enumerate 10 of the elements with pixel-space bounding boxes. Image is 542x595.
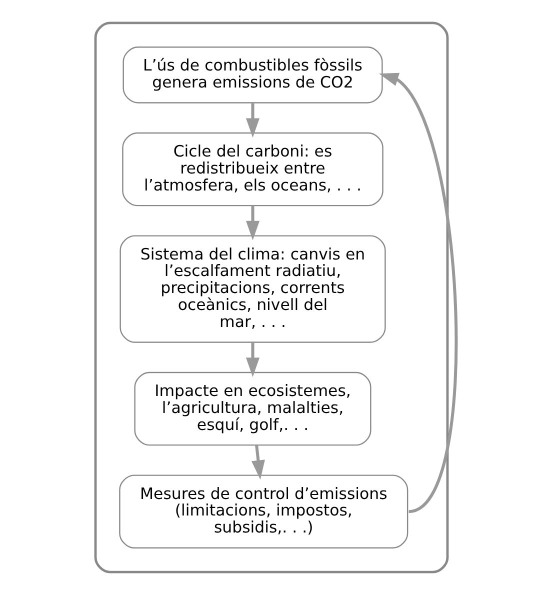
node-box: L’ús de combustibles fòssils genera emissions de CO2 [122, 46, 382, 104]
node-box: Mesures de control d’emissions (limitacions, impostos, subsidis,. . .) [118, 474, 408, 548]
node-box: Sistema del clima: canvis en l’escalfament radiatiu, precipitacions, corrents oceànics, nivell del mar, . . . [119, 235, 386, 343]
node-box: Cicle del carboni: es redistribueix entre l’atmosfera, els oceans, . . . [122, 132, 383, 206]
arrow [250, 444, 264, 480]
arrow [245, 103, 260, 138]
arrow [245, 342, 260, 377]
arrow [245, 206, 260, 240]
node-box: Impacte en ecosistemes, l’agricultura, malalties, esquí, golf,. . . [134, 372, 371, 446]
cluster [94, 22, 448, 574]
